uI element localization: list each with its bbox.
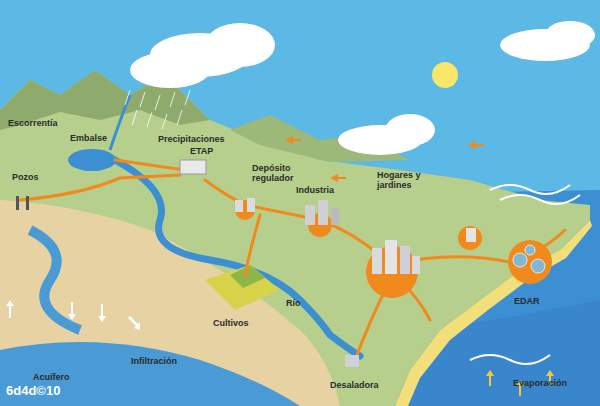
map-label: Cultivos (213, 318, 249, 328)
map-label: Pozos (12, 172, 39, 182)
watermark: 6d4d©10 (6, 384, 60, 398)
map-label: EDAR (514, 296, 540, 306)
map-label: Precipitaciones (158, 134, 225, 144)
map-label: Depósito regulador (252, 163, 304, 183)
map-label: Infiltración (131, 356, 177, 366)
map-label: Desaladora (330, 380, 379, 390)
map-label: Embalse (70, 133, 107, 143)
map-label: ETAP (190, 146, 213, 156)
map-label: Hogares y jardines (377, 170, 427, 190)
map-label: Río (286, 298, 301, 308)
map-label: Evaporación (513, 378, 567, 388)
map-label: Escorrentía (8, 118, 58, 128)
map-label: Acuífero (33, 372, 70, 382)
map-label: Industria (296, 185, 334, 195)
